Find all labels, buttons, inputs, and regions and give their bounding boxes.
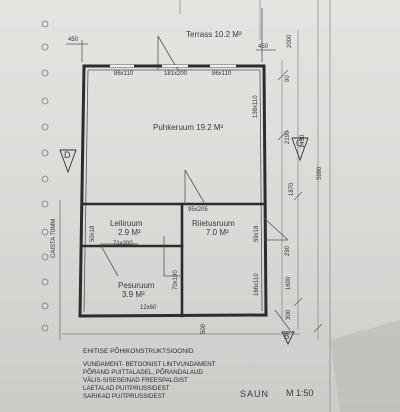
bottom-dimension-line <box>59 200 300 340</box>
pesuruum-area: 3.9 M² <box>122 290 145 299</box>
legend-line-1: VUNDAMENT- BETOONIST LINTVUNDAMENT <box>83 361 216 368</box>
wall-annotation: CAISTA 70MM <box>51 218 57 258</box>
dim-12x60: 12x60 <box>140 305 157 311</box>
dim-1600: 1600 <box>286 276 292 290</box>
dim-450-left: 450 <box>68 37 79 43</box>
wall-inner-lines <box>83 69 263 313</box>
dim-2000: 2000 <box>287 34 293 48</box>
dim-138x110: 138x110 <box>253 95 259 118</box>
paper-shadow <box>330 320 400 412</box>
dim-86x110-b: 86x110 <box>212 71 232 77</box>
pesuruum-label: Pesuruum <box>118 281 155 290</box>
dim-300: 300 <box>286 309 292 320</box>
section-mark-c: C <box>296 138 303 148</box>
terrace-outline <box>66 8 276 62</box>
footer-scale: M 1:50 <box>286 388 314 398</box>
dim-290: 290 <box>285 245 291 256</box>
legend-line-5: SARIKAD PUITPRUSSIDEST <box>83 393 166 400</box>
legend-line-2: PÕRAND PUITTALADEL, PÕRANDALAUD <box>83 369 203 376</box>
interior-walls <box>80 202 266 318</box>
dim-5980: 5980 <box>317 166 323 180</box>
terrace-label: Terrass 10.2 M² <box>186 30 242 39</box>
section-mark-d: D <box>64 150 71 160</box>
dim-70x190: 70x190 <box>173 270 179 290</box>
section-mark-right-shape <box>291 137 309 162</box>
riietusruum-area: 7.0 M² <box>206 228 229 237</box>
right-dimension-ticks <box>277 69 323 333</box>
dim-181x200: 181x200 <box>164 71 188 77</box>
left-reference-marks <box>41 20 49 332</box>
section-mark-left-shape <box>59 149 77 174</box>
riietusruum-label: Riietusruum <box>192 219 235 228</box>
dim-1870: 1870 <box>289 182 295 196</box>
footer-label: SAUN <box>240 389 270 399</box>
legend-title: EHITISE PÕHIKONSTRUKTSIOONID <box>83 348 194 355</box>
puhkeruum-label: Puhkeruum 19.2 M² <box>153 123 224 132</box>
section-mark-b: B <box>284 332 290 341</box>
leiliruum-area: 2.9 M² <box>118 228 141 237</box>
dim-500: 500 <box>201 323 207 334</box>
leiliruum-label: Leiliruum <box>110 219 143 228</box>
dim-90: 90 <box>285 75 291 82</box>
dim-166x110: 166x110 <box>254 273 260 296</box>
terrace-door-swing <box>157 35 179 71</box>
legend-line-3: VÄLIS-SISESEINAD FREESPALGIST <box>83 377 188 384</box>
legend-line-4: LAETALAD PUITPRUSSIDEST <box>83 385 170 392</box>
dim-2190: 2190 <box>285 130 291 144</box>
section-mark-bottom-shape <box>281 331 295 346</box>
dim-86x110-a: 86x110 <box>114 71 134 77</box>
dim-95x205: 95x205 <box>188 207 208 213</box>
right-guide-lines <box>179 0 331 412</box>
dim-71x200: 71x200 <box>113 241 133 247</box>
dim-50x18: 50x18 <box>90 225 96 242</box>
interior-door-swings <box>99 169 291 331</box>
dim-59x18: 59x18 <box>254 225 260 242</box>
dim-450-right: 450 <box>258 44 269 50</box>
